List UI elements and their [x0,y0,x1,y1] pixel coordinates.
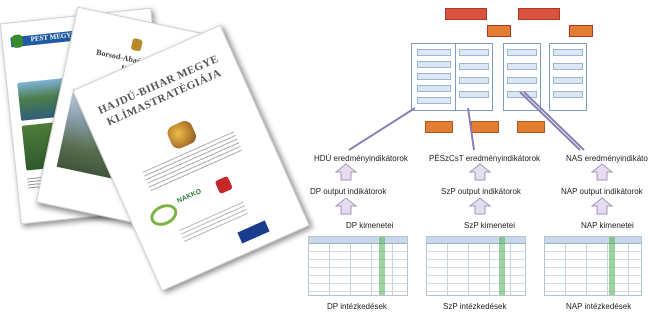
measures-table-thumbnail [544,236,642,296]
connector-line [519,91,581,151]
connector-line [467,107,475,151]
outcome-label: SzP kimenetei [464,221,515,230]
up-arrow-icon [468,163,492,181]
result-indicator-label: NAS eredményindikátorok [566,154,648,163]
up-arrow-icon [590,163,614,181]
output-indicator-label: SzP output indikátorok [441,187,521,196]
up-arrow-icon [590,197,614,215]
flow-row [459,91,489,98]
outcome-label: NAP kimenetei [581,221,634,230]
flow-row [417,97,451,104]
flow-row [553,77,583,84]
flow-row [507,49,537,56]
measures-label: NAP intézkedések [566,302,632,311]
flow-row [553,63,583,70]
flow-orange-box [487,25,511,37]
measures-table-thumbnail [426,236,526,296]
result-indicator-label: HDÚ eredményindikátorok [314,154,408,163]
flow-row [507,63,537,70]
measures-table-thumbnail [308,236,408,296]
flow-row [417,61,451,68]
connector-line [348,107,416,151]
measures-label: DP intézkedések [327,302,387,311]
up-arrow-icon [334,163,358,181]
output-indicator-label: DP output indikátorok [310,187,387,196]
flow-row [553,91,583,98]
flow-row [459,63,489,70]
flow-row [459,77,489,84]
result-indicator-label: PÉSzCsT eredményindikátorok [429,154,541,163]
flow-row [417,73,451,80]
flow-red-box [518,8,560,20]
flow-row [507,77,537,84]
up-arrow-icon [468,197,492,215]
up-arrow-icon [334,197,358,215]
flow-orange-box [569,25,593,37]
strategy-flow-diagram [393,3,648,135]
connector-line [523,91,585,151]
flow-orange-box [425,121,453,133]
flow-orange-box [517,121,545,133]
flow-row [417,85,451,92]
output-indicator-label: NAP output indikátorok [561,187,643,196]
flow-red-box [445,8,487,20]
measures-label: SzP intézkedések [443,302,507,311]
outcome-label: DP kimenetei [346,221,394,230]
flow-row [459,49,489,56]
flow-row [553,49,583,56]
flow-row [417,49,451,56]
